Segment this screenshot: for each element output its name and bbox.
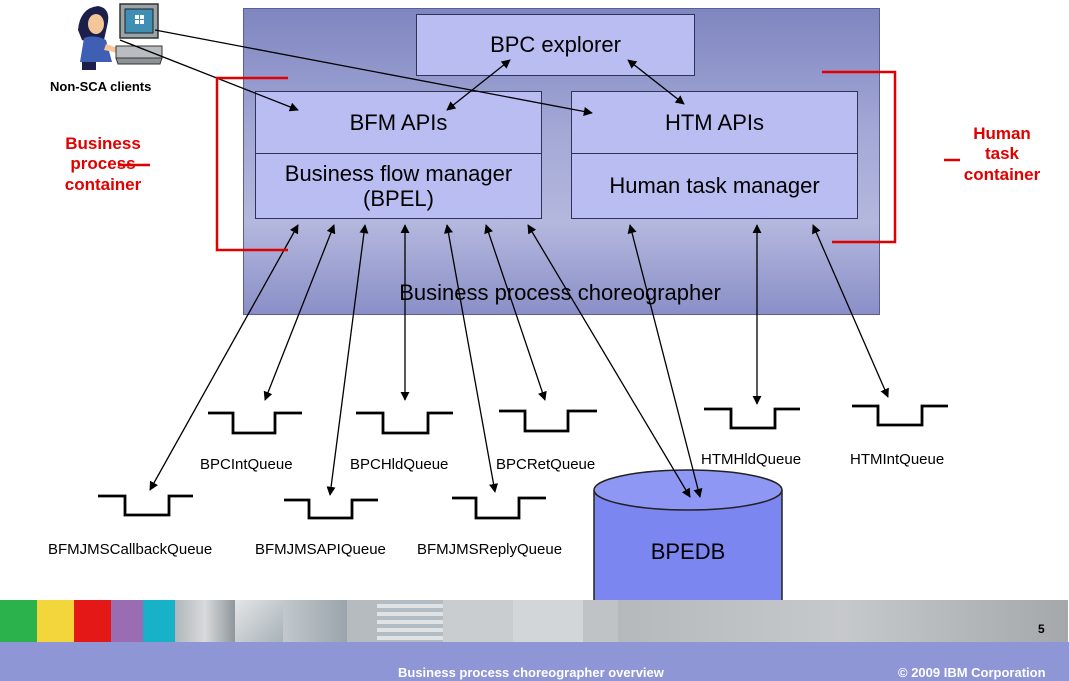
footer-tile-photo-5 (377, 600, 443, 642)
bpc-explorer-label: BPC explorer (490, 32, 621, 58)
queue-symbol-htm-hld (704, 407, 800, 430)
htm-apis-label: HTM APIs (664, 110, 764, 136)
arrow-bfm-bpedb (527, 224, 691, 498)
htm-apis-box: HTM APIs (571, 91, 858, 155)
queue-symbol-bpc-int (208, 411, 302, 435)
business-flow-manager-label: Business flow manager (BPEL) (284, 160, 513, 211)
arrow-explorer-to-bfm (446, 59, 511, 111)
queue-label-bfm-reply: BFMJMSReplyQueue (417, 541, 563, 558)
arrow-htm-bpedb (627, 224, 703, 498)
user-computer-icon (78, 3, 163, 70)
footer-bar (0, 642, 1069, 681)
bpedb-label: BPEDB (650, 539, 726, 564)
footer-tile-yellow (37, 600, 74, 642)
footer-tile-photo-3 (283, 600, 347, 642)
queue-label-bfm-api: BFMJMSAPIQueue (255, 541, 386, 558)
queue-label-bfm-callback: BFMJMSCallbackQueue (48, 541, 213, 558)
footer-tile-grey-2 (513, 600, 583, 642)
arrow-client-to-htm (154, 29, 593, 116)
human-task-container-label: Human task container (963, 124, 1041, 184)
footer-title: Business process choreographer overview (398, 665, 664, 680)
footer-tile-photo-4 (347, 600, 377, 642)
arrow-bpc-ret (484, 224, 547, 401)
business-flow-manager-box: Business flow manager (BPEL) (255, 153, 542, 219)
human-task-manager-label: Human task manager (609, 173, 820, 199)
footer-tile-grey-1 (443, 600, 513, 642)
footer-tile-photo-1 (175, 600, 235, 642)
queue-label-htm-hld: HTMHldQueue (701, 451, 802, 468)
arrow-bfm-callback (149, 224, 299, 491)
footer-tile-green (0, 600, 37, 642)
queue-symbol-bfm-api (284, 498, 378, 520)
queue-symbol-bfm-reply (452, 496, 546, 520)
arrow-explorer-to-htm (627, 59, 685, 105)
arrow-bfm-api (326, 224, 369, 496)
footer-tile-purple (111, 600, 143, 642)
footer-tile-grey-4 (618, 600, 1068, 642)
footer-tile-teal (143, 600, 175, 642)
queue-symbol-bfm-callback (98, 494, 193, 517)
clients-label: Non-SCA clients (50, 79, 152, 94)
footer-tile-grey-3 (583, 600, 618, 642)
human-task-bracket (822, 70, 897, 244)
arrow-bfm-reply (443, 224, 499, 493)
human-task-manager-box: Human task manager (571, 153, 858, 219)
queue-symbol-htm-int (852, 404, 948, 427)
queue-label-bpc-hld: BPCHldQueue (350, 456, 449, 473)
footer-tile-red (74, 600, 111, 642)
queue-symbol-bpc-ret (499, 409, 597, 433)
arrow-bpc-int (263, 224, 336, 401)
bfm-apis-label: BFM APIs (349, 110, 448, 136)
page-number: 5 (1038, 622, 1045, 636)
footer-tile-photo-2 (235, 600, 283, 642)
business-process-container-label: Business process container (64, 134, 142, 194)
queue-label-htm-int: HTMIntQueue (850, 451, 945, 468)
queue-symbol-bpc-hld (356, 411, 453, 435)
arrow-htm-int (812, 224, 889, 398)
business-process-bracket (215, 76, 288, 252)
footer-copyright: © 2009 IBM Corporation (898, 665, 1046, 680)
arrow-client-to-bfm (119, 39, 299, 112)
